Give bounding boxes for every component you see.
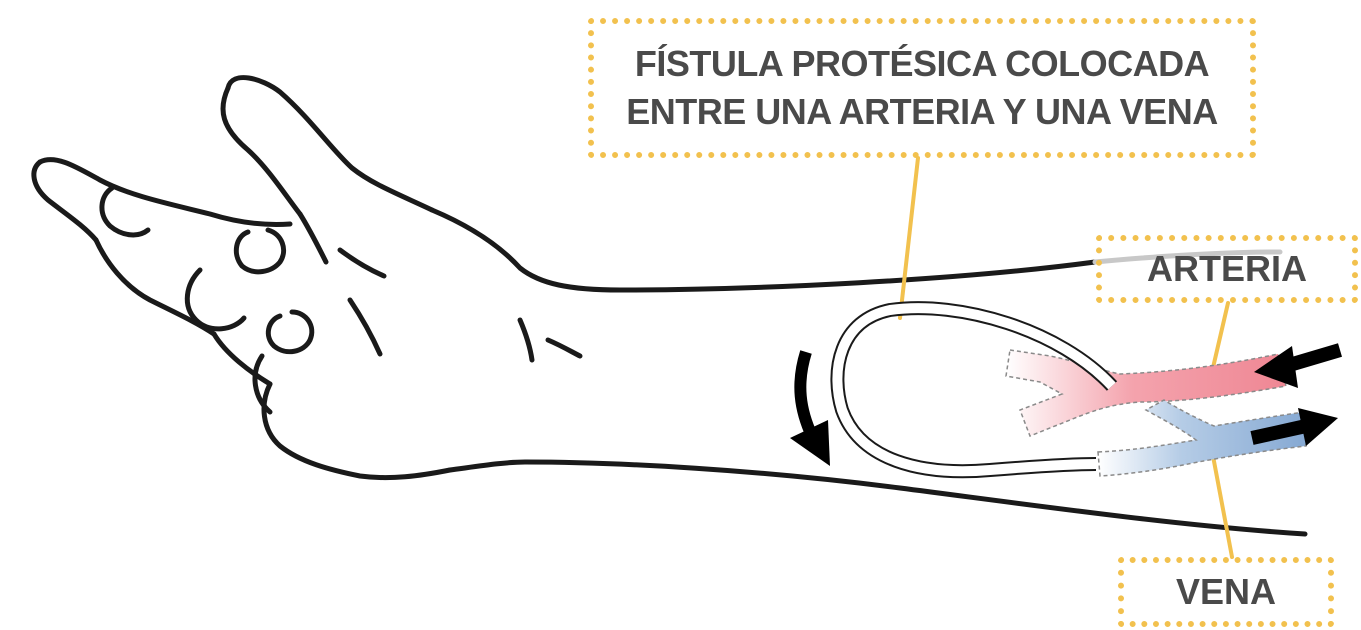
vein-vessel <box>1097 399 1307 477</box>
vena-label: VENA <box>1118 557 1334 627</box>
fistula-label-line-2: ENTRE UNA ARTERIA Y UNA VENA <box>626 91 1218 132</box>
leader-lines <box>898 156 1234 559</box>
artery-vessel <box>1005 349 1287 437</box>
graft-inner <box>832 303 1116 477</box>
fistula-label: FÍSTULA PROTÉSICA COLOCADA ENTRE UNA ART… <box>588 18 1256 158</box>
arteria-label-text: ARTERIA <box>1147 248 1307 289</box>
hand-outline <box>31 75 1308 537</box>
arteria-label: ARTERIA <box>1096 235 1358 303</box>
arm-edge-shadow <box>1092 249 1283 265</box>
loop-direction-arrow <box>790 350 830 466</box>
vena-label-text: VENA <box>1175 571 1277 612</box>
fistula-label-line-1: FÍSTULA PROTÉSICA COLOCADA <box>634 43 1210 84</box>
flow-arrow-in <box>1254 343 1342 388</box>
flow-arrow-out <box>1250 408 1338 446</box>
